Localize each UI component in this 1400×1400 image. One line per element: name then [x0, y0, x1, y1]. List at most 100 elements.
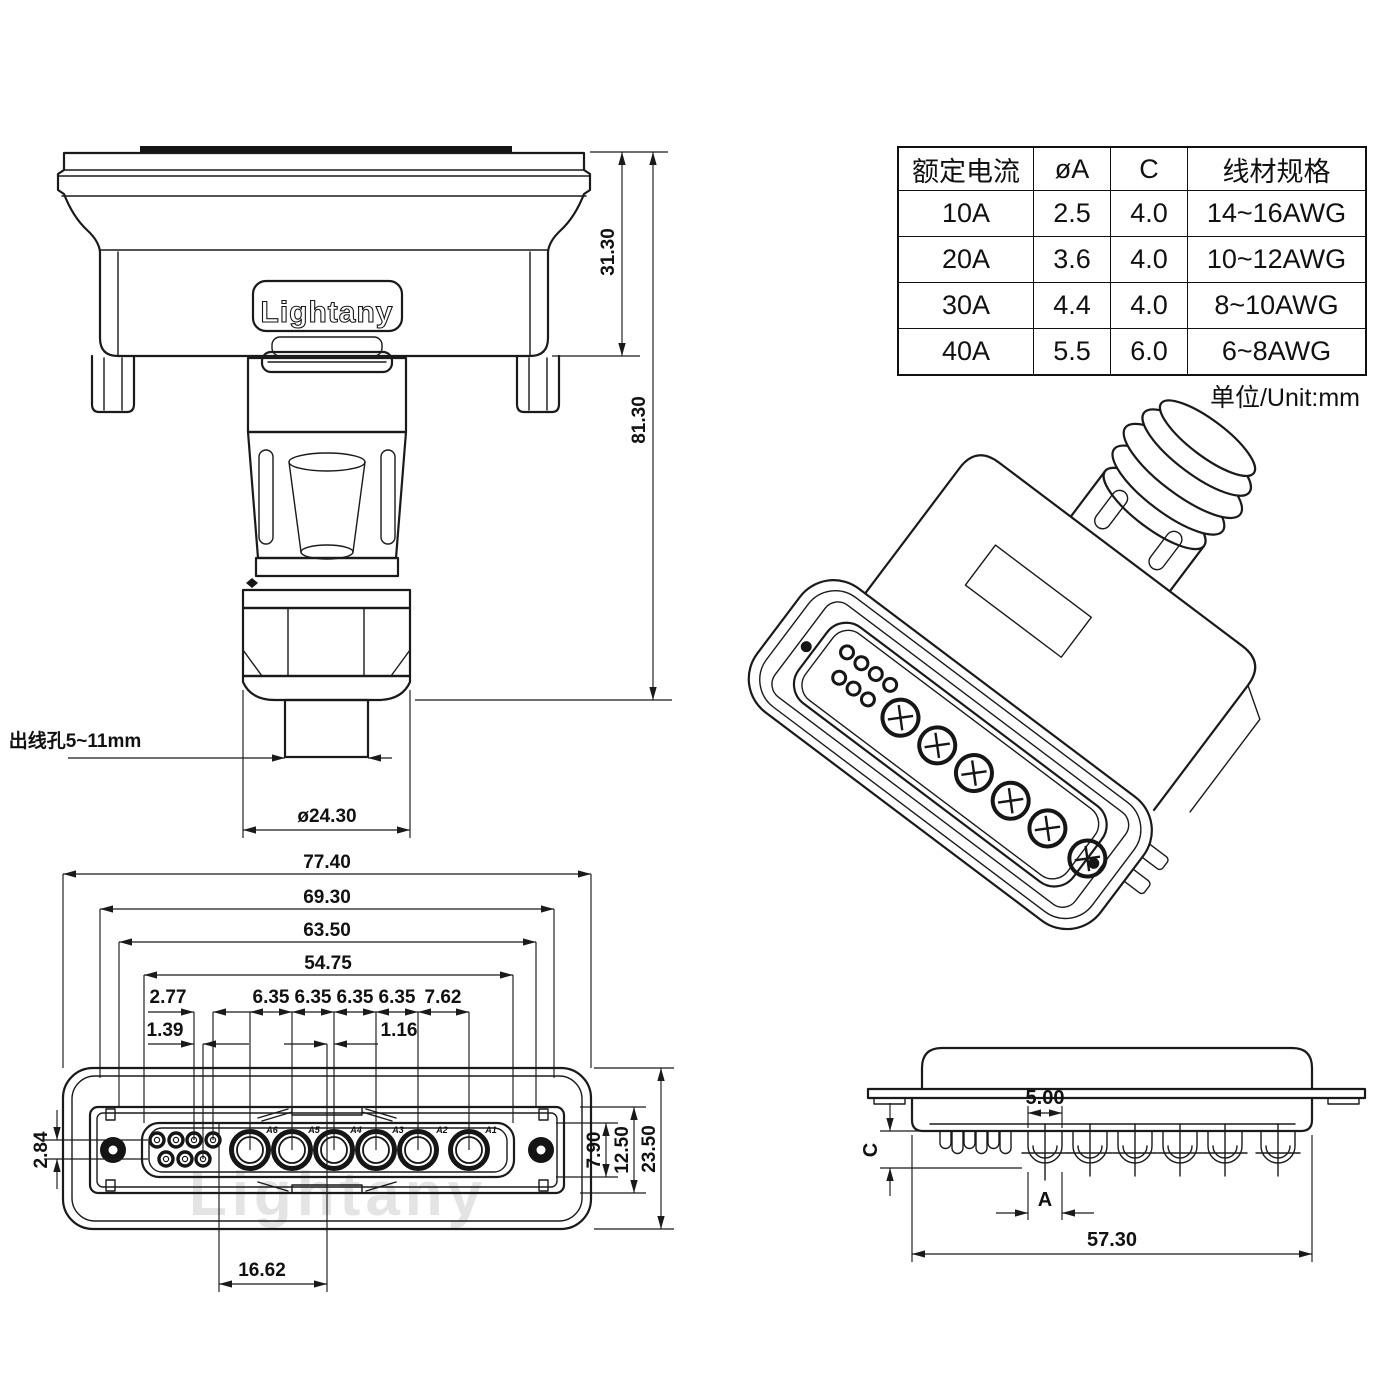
cable-hole-note: 出线孔5~11mm: [9, 729, 142, 752]
spec-row-10a: 10A 2.5 4.0 14~16AWG: [897, 190, 1367, 237]
gland-collar: [241, 588, 412, 610]
gland-nut: [241, 606, 412, 678]
spec-table: 额定电流 øA C 线材规格 10A 2.5 4.0 14~16AWG 20A …: [897, 146, 1367, 376]
dim-row-offset: 1.39: [147, 1020, 184, 1041]
top-view-extension-lines: [242, 151, 672, 838]
dim-pitch: 6.35: [337, 987, 374, 1008]
gland-facets: [242, 607, 411, 677]
dim-insert-width: 54.75: [304, 953, 352, 974]
contact-label: A2: [435, 1125, 448, 1135]
side-view-extension-lines: [880, 1106, 1313, 1262]
right-foot-lines: [528, 357, 548, 411]
gasket-strip: [140, 146, 512, 153]
hood-profile: [920, 1046, 1314, 1091]
dim-pitch: 6.35: [295, 987, 332, 1008]
logo-frame: [251, 279, 404, 333]
latch-tab: [271, 336, 383, 357]
grip-sides: [288, 461, 366, 553]
dim-a: A: [1038, 1189, 1052, 1211]
dim-screw-span: 63.50: [303, 920, 351, 941]
dim-pitch-last: 7.62: [425, 987, 462, 1008]
iso-screw: [800, 641, 812, 653]
gland-dome: [241, 674, 412, 702]
front-view-extension-lines: [44, 874, 674, 1292]
spec-row-40a: 40A 5.5 6.0 6~8AWG: [897, 328, 1367, 376]
col-header-phi-a: øA: [1033, 146, 1111, 191]
cell: 5.5: [1033, 328, 1111, 376]
hood-detail-lines: [57, 169, 591, 357]
dim-overall-width: 77.40: [303, 852, 351, 873]
signal-solder-cups: [939, 1130, 1012, 1155]
col-header-wire-gauge: 线材规格: [1187, 146, 1367, 191]
contact-label: A6: [265, 1125, 278, 1135]
cell: 6~8AWG: [1187, 328, 1367, 376]
panel-clip: [538, 1179, 549, 1192]
dim-center-span: 16.62: [238, 1260, 286, 1281]
insert-inner: [148, 1127, 508, 1173]
insulator-body: [910, 1096, 1314, 1133]
gland-stub: [283, 698, 370, 759]
left-foot: [90, 354, 136, 414]
panel-clip: [538, 1108, 549, 1121]
dim-total-height: 81.30: [629, 396, 650, 444]
left-foot-lines: [103, 357, 123, 411]
right-foot: [515, 354, 561, 414]
cell: 3.6: [1033, 236, 1111, 283]
iso-gland: [1069, 399, 1257, 592]
dim-c: C: [860, 1143, 882, 1157]
latch-button: [260, 350, 394, 374]
mount-hole-right-bore: [536, 1145, 546, 1155]
seal-dot: [246, 578, 258, 588]
brand-logo: Lightany: [261, 296, 394, 329]
cell: 2.5: [1033, 190, 1111, 237]
cone-band: [254, 556, 400, 578]
cone-slot-right: [380, 449, 396, 545]
signal-contacts: [148, 1131, 222, 1168]
hood-side-view: Lightany 31.30 81.30 ø24.30: [9, 146, 672, 838]
spec-row-30a: 30A 4.4 4.0 8~10AWG: [897, 282, 1367, 329]
contact-label: A1: [484, 1125, 497, 1135]
contact-label: A4: [349, 1125, 362, 1135]
iso-body-edges: [964, 544, 1261, 813]
front-face-view: Lightany: [31, 852, 674, 1292]
dim-panel-height: 12.50: [612, 1126, 633, 1174]
iso-insert-inner: [801, 629, 1100, 880]
plate-tab-right: [1327, 1097, 1360, 1105]
dim-side-overall: 57.30: [1087, 1229, 1137, 1251]
insert-outline: [140, 1121, 516, 1179]
cell: 6.0: [1110, 328, 1188, 376]
grip-top: [288, 452, 366, 472]
dim-flange-width: 69.30: [303, 887, 351, 908]
iso-body: [864, 454, 1257, 812]
cell: 10A: [897, 190, 1034, 237]
iso-signal-contacts: [831, 644, 899, 708]
dim-cup-pitch: 5.00: [1026, 1087, 1065, 1109]
cell: 4.0: [1110, 190, 1188, 237]
cell: 14~16AWG: [1187, 190, 1367, 237]
isometric-view: [747, 399, 1261, 931]
solder-side-view: 5.00 A C 57.30: [860, 1046, 1367, 1262]
col-header-rated-current: 额定电流: [897, 146, 1034, 191]
dim-center-offset: 1.16: [381, 1020, 418, 1041]
cell: 4.4: [1033, 282, 1111, 329]
panel-clip: [105, 1179, 116, 1192]
col-header-c: C: [1110, 146, 1188, 191]
cell: 40A: [897, 328, 1034, 376]
cell: 30A: [897, 282, 1034, 329]
power-solder-cups: [1021, 1123, 1301, 1181]
cell: 4.0: [1110, 236, 1188, 283]
iso-face-inner: [759, 590, 1142, 920]
unit-note: 单位/Unit:mm: [1209, 384, 1360, 412]
dim-hood-height: 31.30: [598, 228, 619, 276]
cell: 8~10AWG: [1187, 282, 1367, 329]
contact-label: A3: [391, 1125, 404, 1135]
cell: 20A: [897, 236, 1034, 283]
dim-gland-diameter: ø24.30: [297, 806, 356, 827]
backshell-neck: [246, 356, 408, 434]
spec-table-header-row: 额定电流 øA C 线材规格: [897, 146, 1367, 191]
contact-label: A5: [307, 1125, 320, 1135]
cell: 10~12AWG: [1187, 236, 1367, 283]
iso-power-contacts: [880, 697, 1108, 879]
